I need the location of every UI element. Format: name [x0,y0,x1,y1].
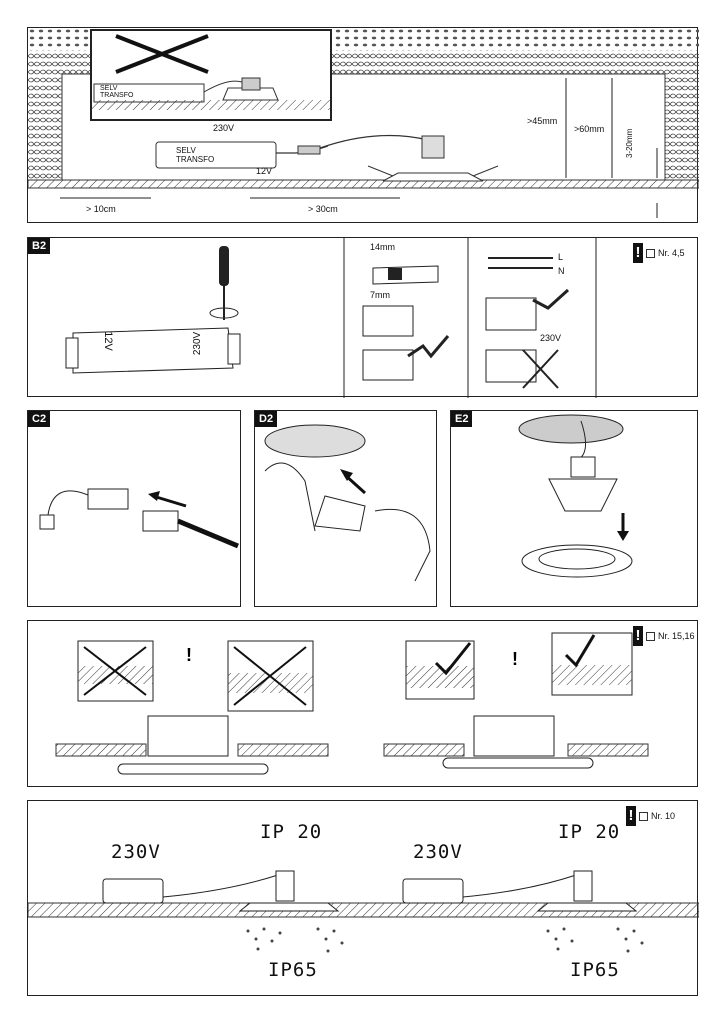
fixture-assembly-diagram [518,414,633,578]
trafo-230v-label: 230V [192,331,204,356]
warning-note: ! Nr. 15,16 [633,626,695,646]
panel-d2: D2 [254,410,437,607]
panel-e2: E2 [450,410,698,607]
note-text: Nr. 10 [651,811,676,821]
svg-text:!: ! [186,645,192,665]
note-text: Nr. 15,16 [658,631,695,641]
dim-14mm: 14mm [370,242,396,252]
panel-tag: B2 [28,238,51,254]
panel-install-ceiling: ! ! ! Nr. 15,16 [27,620,698,787]
panel-ceiling-installation: SELV TRANSFO 230V SELV TRANSFO 12V >45mm… [27,27,699,223]
manual-icon [646,631,655,641]
dim-gt60: >60mm [574,124,605,134]
panel-tag: D2 [255,411,278,427]
panel-b2: B2 12V 230V 14mm 7mm L N 230V ! [27,237,698,398]
lamp-insert-diagram [264,424,431,582]
panel-ip-rating: 230V IP 20 IP65 230V IP 20 IP65 ! Nr. 10 [27,800,699,996]
dim-gt45: >45mm [527,116,558,126]
note-text: Nr. 4,5 [658,248,685,258]
b2-diagram [65,238,597,398]
connector-diagram [39,488,239,549]
left-voltage-label: 230V [111,841,161,863]
right-ip-bottom-label: IP65 [570,959,620,981]
left-ip-bottom-label: IP65 [268,959,318,981]
panel-c2: C2 [27,410,241,607]
ceiling-diagram [28,28,699,218]
selv-label: SELV TRANSFO [176,146,215,164]
install-diagram: ! ! [55,632,649,775]
warning-note: ! Nr. 4,5 [633,243,685,263]
wire-n-label: N [558,266,565,276]
voltage-12-label: 12V [256,166,273,176]
panel-tag: C2 [28,411,51,427]
trafo-12v-label: 12V [101,331,114,351]
ip-diagram [28,870,699,953]
manual-icon [646,248,655,258]
panel-tag: E2 [451,411,473,427]
warning-icon: ! [626,806,636,826]
warning-note: ! Nr. 10 [626,806,675,826]
dim-7mm: 7mm [370,290,390,300]
warning-icon: ! [633,243,643,263]
left-ip-top-label: IP 20 [260,821,323,843]
wire-l-label: L [558,252,564,262]
right-voltage-label: 230V [413,841,463,863]
dim-gt10cm: > 10cm [86,204,116,214]
right-ip-top-label: IP 20 [558,821,621,843]
svg-text:!: ! [512,649,518,669]
dim-3-20: 3-20mm [625,128,634,158]
selv-label-inset: SELV TRANSFO [100,85,134,99]
voltage-230-label: 230V [213,123,235,133]
manual-icon [639,811,648,821]
dim-gt30cm: > 30cm [308,204,338,214]
warning-icon: ! [633,626,643,646]
voltage-230-label: 230V [540,333,562,343]
